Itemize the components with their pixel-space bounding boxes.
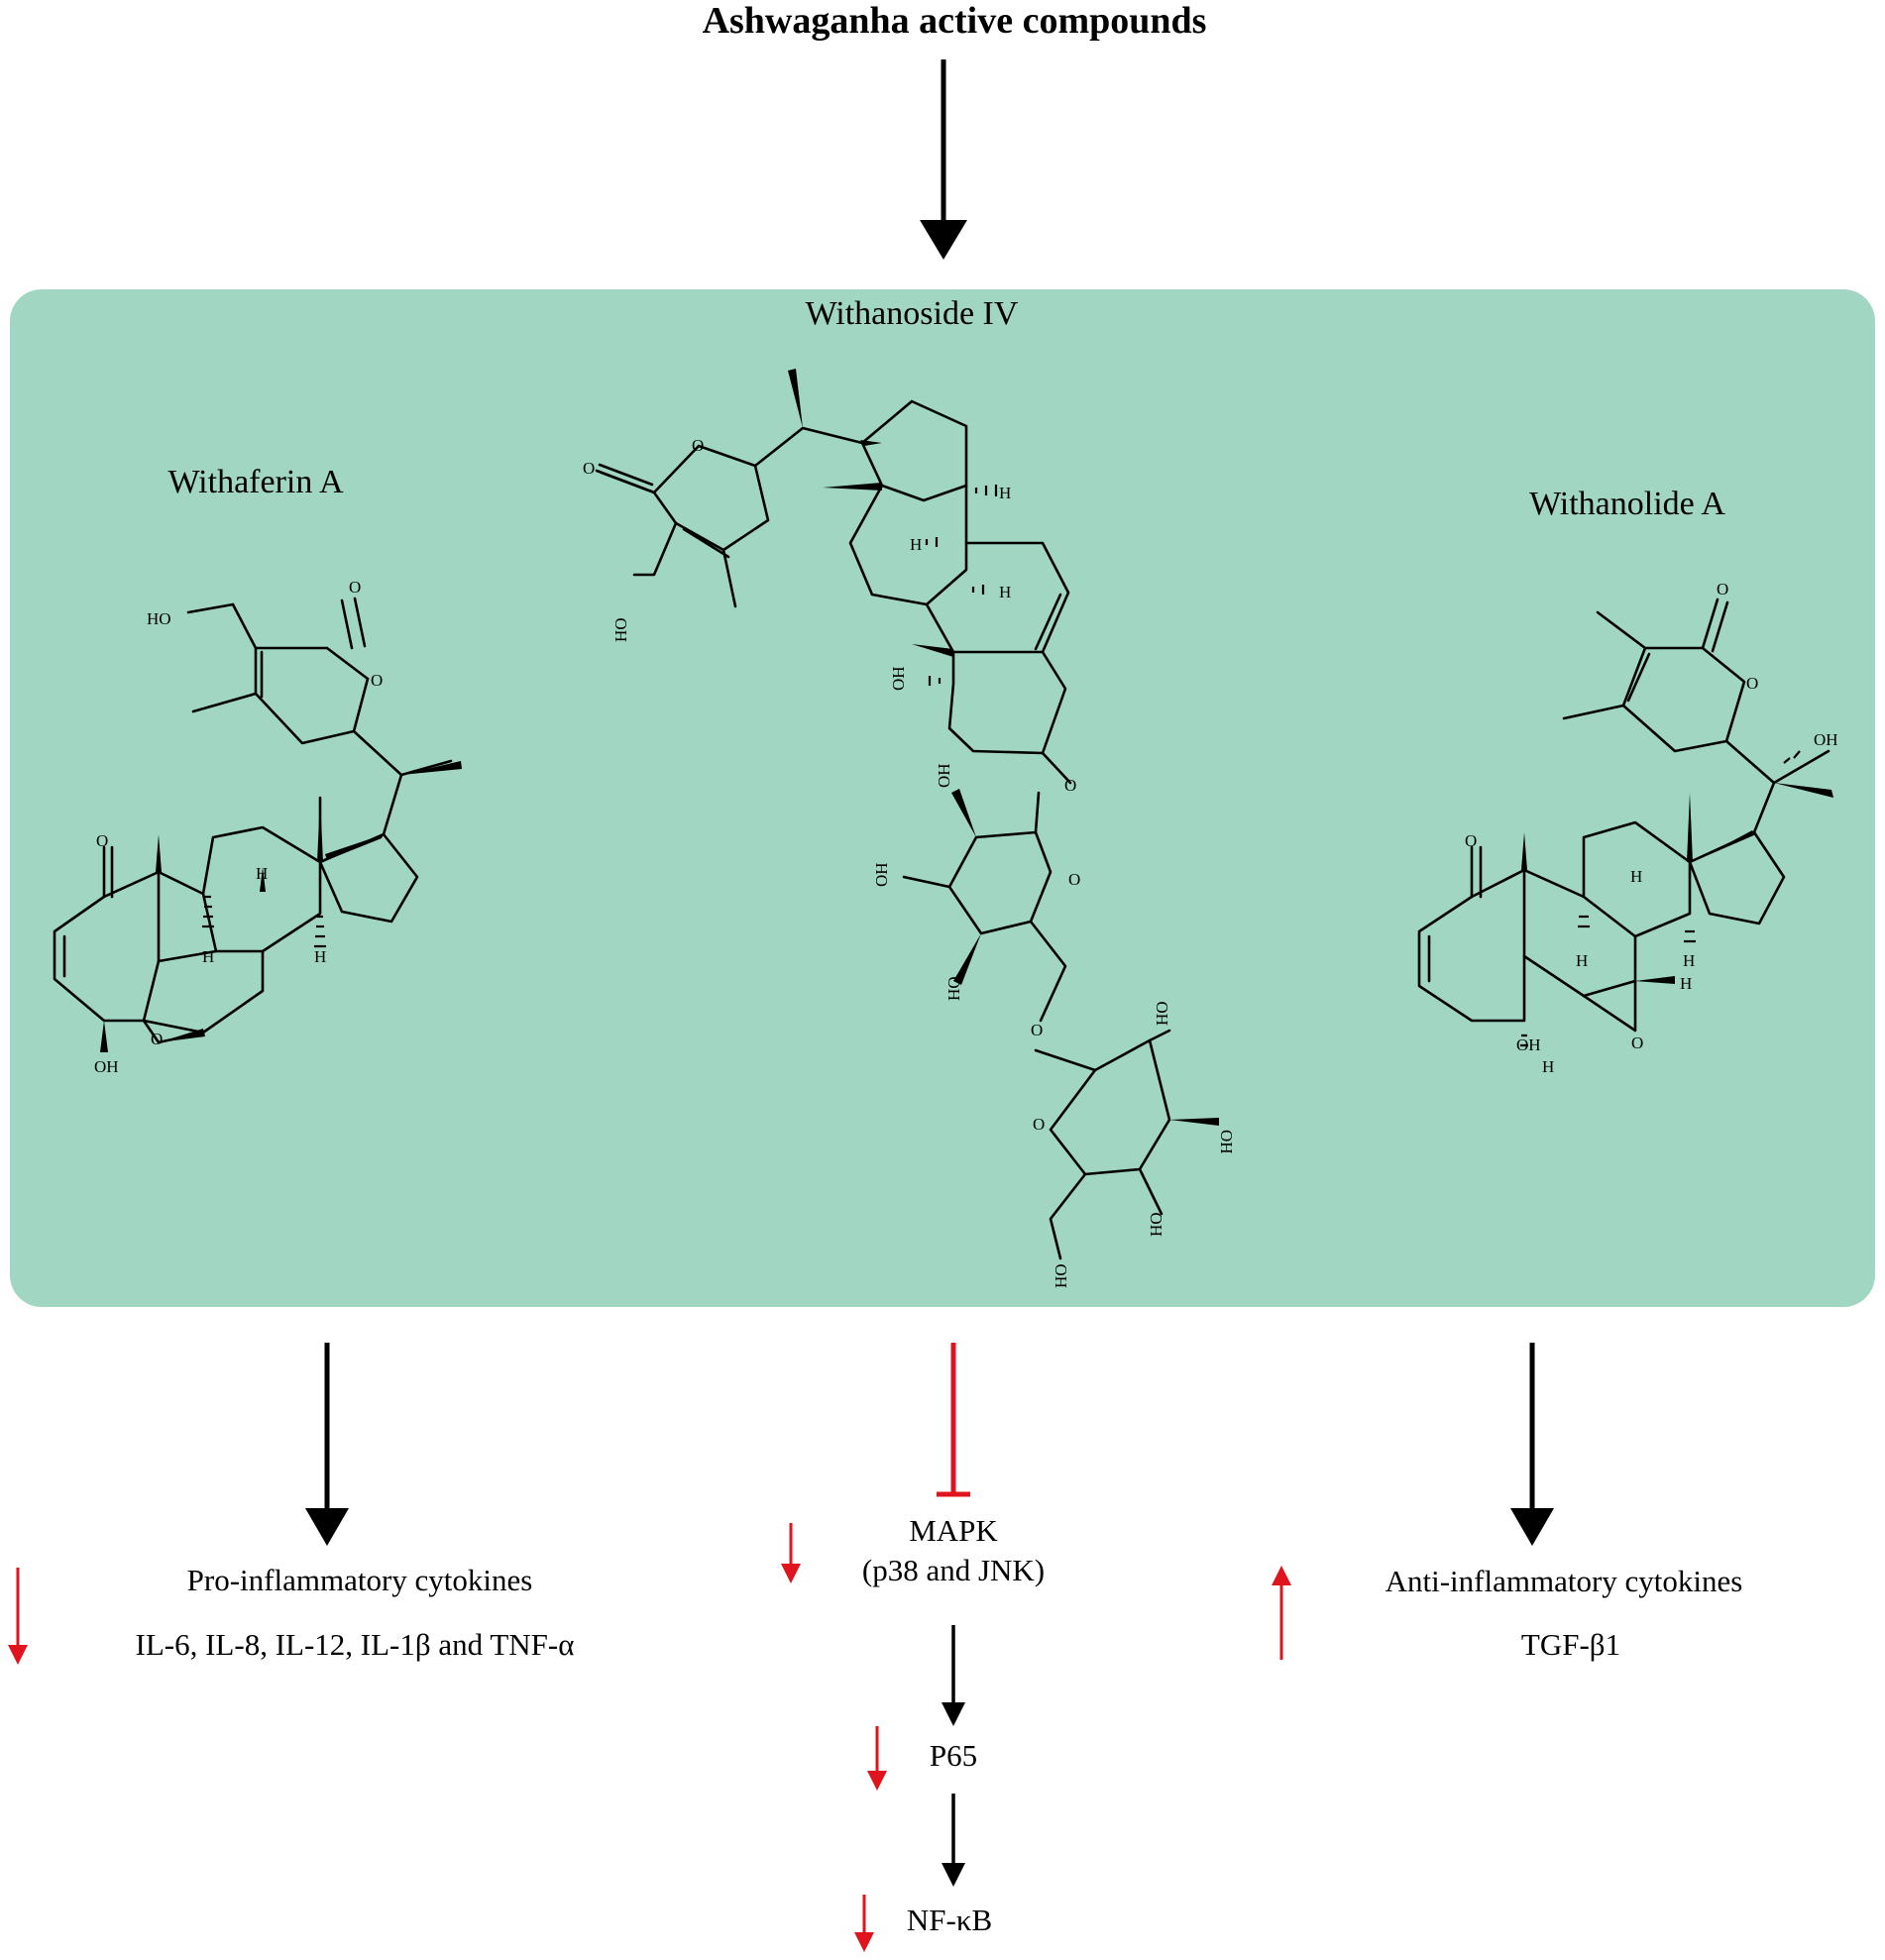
atom-label: O xyxy=(1465,831,1477,850)
atom-label: H xyxy=(1680,974,1692,993)
compound-name-withaferin: Withaferin A xyxy=(167,464,344,500)
atom-label: O xyxy=(371,671,383,690)
withanoside-atom-labels: O O HO H H H OH O OH O OH HO O HO O OH H… xyxy=(583,436,1236,1288)
withanolide-atom-labels: O O OH O H H H H O OH H xyxy=(1465,580,1838,1076)
atom-label: H xyxy=(256,864,268,883)
atom-label: OH xyxy=(889,666,908,691)
atom-label: H xyxy=(999,583,1011,601)
compounds-panel xyxy=(10,289,1875,1307)
left-trend-arrow xyxy=(8,1568,28,1665)
withaferin-structure xyxy=(53,597,462,1052)
atom-label: H xyxy=(314,947,326,966)
withanolide-structure xyxy=(1417,598,1833,1047)
atom-label: H xyxy=(1630,867,1642,886)
atom-label: HO xyxy=(147,609,171,628)
compound-name-withanoside: Withanoside IV xyxy=(806,295,1019,332)
mapk-label: MAPK xyxy=(909,1513,998,1548)
atom-label: O xyxy=(1033,1115,1045,1134)
top-arrow xyxy=(920,59,967,260)
atom-label: O xyxy=(1746,674,1758,693)
atom-label: OH xyxy=(1516,1035,1541,1054)
nfkb-label: NF-κB xyxy=(907,1903,992,1937)
pro-inflammatory-heading: Pro-inflammatory cytokines xyxy=(187,1563,533,1597)
atom-label: O xyxy=(349,578,361,597)
mapk-trend-arrow xyxy=(781,1523,801,1583)
atom-label: O xyxy=(1068,870,1080,889)
atom-label: H xyxy=(1542,1057,1554,1076)
withaferin-atom-labels: HO O O O H H H O OH xyxy=(94,578,383,1076)
diagram-title: Ashwaganha active compounds xyxy=(703,0,1207,42)
atom-label: H xyxy=(202,947,214,966)
pro-inflammatory-detail: IL-6, IL-8, IL-12, IL-1β and TNF-α xyxy=(136,1627,575,1662)
atom-label: O xyxy=(1031,1021,1043,1039)
p65-label: P65 xyxy=(930,1738,977,1773)
left-branch-arrow xyxy=(305,1343,349,1546)
mapk-inhibition-symbol xyxy=(937,1343,970,1497)
atom-label: HO xyxy=(1052,1263,1070,1288)
p65-trend-arrow xyxy=(867,1726,887,1791)
atom-label: H xyxy=(1576,951,1588,970)
withanoside-structure xyxy=(595,369,1219,1260)
right-branch-arrow xyxy=(1510,1343,1554,1546)
mapk-to-p65-arrow xyxy=(942,1625,965,1726)
atom-label: OH xyxy=(935,763,953,788)
right-trend-arrow xyxy=(1272,1566,1291,1660)
atom-label: O xyxy=(583,459,595,478)
atom-label: O xyxy=(1717,580,1728,599)
atom-label: OH xyxy=(1217,1130,1236,1154)
atom-label: HO xyxy=(944,976,963,1001)
anti-inflammatory-heading: Anti-inflammatory cytokines xyxy=(1386,1564,1743,1598)
atom-label: OH xyxy=(872,862,891,887)
atom-label: HO xyxy=(1147,1212,1165,1237)
atom-label: HO xyxy=(611,617,630,642)
atom-label: H xyxy=(1683,951,1695,970)
compound-name-withanolide: Withanolide A xyxy=(1529,486,1725,522)
nfkb-trend-arrow xyxy=(854,1895,874,1952)
atom-label: H xyxy=(999,484,1011,502)
atom-label: O xyxy=(96,831,108,850)
atom-label: O xyxy=(151,1030,163,1048)
anti-inflammatory-detail: TGF-β1 xyxy=(1521,1627,1620,1662)
atom-label: OH xyxy=(94,1057,119,1076)
atom-label: O xyxy=(1631,1034,1643,1052)
atom-label: O xyxy=(692,436,704,455)
atom-label: H xyxy=(910,535,922,554)
atom-label: O xyxy=(1064,776,1076,795)
atom-label: OH xyxy=(1814,730,1838,749)
p65-to-nfkb-arrow xyxy=(942,1794,965,1887)
mapk-sublabel: (p38 and JNK) xyxy=(862,1553,1045,1587)
atom-label: HO xyxy=(1153,1001,1171,1026)
